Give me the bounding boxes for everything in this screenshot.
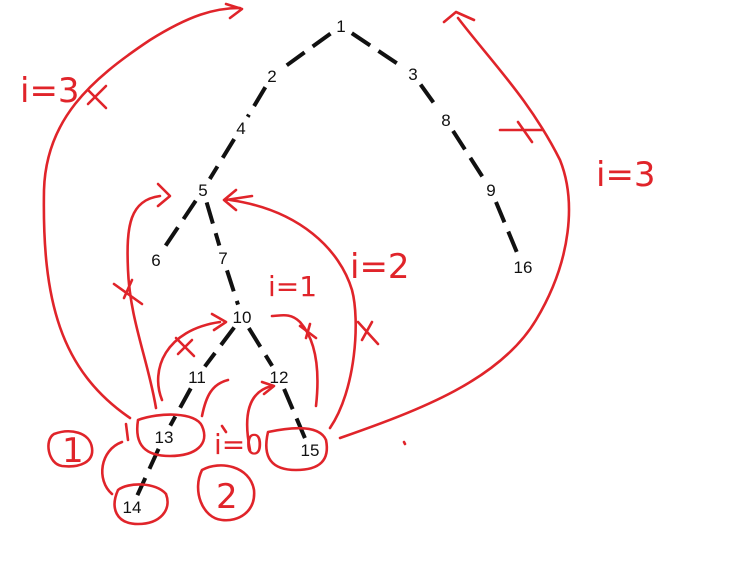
annotation-i3-left: i=3 <box>20 71 80 111</box>
annotation-circle-one: 1 <box>62 431 84 471</box>
edge-5-6 <box>161 199 198 251</box>
node-7: 7 <box>218 249 227 268</box>
edge-4-5 <box>208 138 236 180</box>
arrow-head-to-10 <box>210 312 228 332</box>
node-1: 1 <box>336 17 345 36</box>
arrow-head-top-left <box>224 2 244 20</box>
edge-5-7 <box>204 201 222 247</box>
annotation-i2: i=2 <box>350 247 410 287</box>
edge-7-10 <box>225 269 240 306</box>
node-13: 13 <box>155 428 174 447</box>
outline-node-14 <box>113 483 169 526</box>
node-6: 6 <box>151 251 160 270</box>
cross-mark-15-10 <box>298 322 318 340</box>
node-16: 16 <box>514 258 533 277</box>
i-zero-dot-right <box>402 440 407 446</box>
arc-15-to-5 <box>228 198 357 430</box>
node-3: 3 <box>408 65 417 84</box>
annotation-strokes <box>42 2 571 526</box>
tree-edges <box>135 31 520 497</box>
arrow-head-to-5-right <box>222 188 254 212</box>
arrow-head-to-12 <box>260 380 276 396</box>
node-14: 14 <box>123 498 142 517</box>
edge-1-2 <box>281 32 332 70</box>
edge-11-13 <box>168 387 193 427</box>
arc-15-to-12 <box>245 384 274 452</box>
cross-mark-13-10 <box>174 336 196 358</box>
node-15: 15 <box>301 441 320 460</box>
node-11: 11 <box>188 368 206 387</box>
node-8: 8 <box>441 111 450 130</box>
outline-node-15 <box>265 426 329 472</box>
annotation-i0: i=0 <box>214 428 263 461</box>
node-5: 5 <box>198 181 207 200</box>
cross-mark-13-5 <box>112 278 144 306</box>
arrow-head-top-right <box>442 10 476 24</box>
edge-1-3 <box>350 31 404 69</box>
edge-2-4 <box>245 86 268 118</box>
cross-mark-15-5 <box>356 320 380 346</box>
outline-node-13 <box>135 413 206 458</box>
edge-10-11 <box>203 326 236 368</box>
arrow-head-to-5-left <box>156 182 172 208</box>
edge-3-8 <box>418 83 441 111</box>
node-12: 12 <box>270 368 289 387</box>
node-9: 9 <box>486 181 495 200</box>
arc-13-to-11 <box>200 378 230 418</box>
node-4: 4 <box>236 119 245 138</box>
edge-12-15 <box>282 388 307 439</box>
arc-15-to-10 <box>270 313 319 408</box>
arc-13-to-10 <box>156 320 222 402</box>
annotation-circle-two: 2 <box>216 477 238 517</box>
node-10: 10 <box>233 308 252 327</box>
cross-mark-left-arc <box>86 84 108 110</box>
loop-13-14-left <box>101 440 124 496</box>
arc-13-to-5 <box>126 194 162 410</box>
edge-8-9 <box>451 129 486 181</box>
circle-one-outline <box>47 430 94 468</box>
annotation-i3-right: i=3 <box>596 155 656 195</box>
i-zero-dot <box>220 424 228 434</box>
node-2: 2 <box>267 67 276 86</box>
cross-mark-right-arc <box>498 120 544 144</box>
circle-two-outline <box>196 464 256 522</box>
arc-13-to-top-left <box>42 6 242 420</box>
edge-10-12 <box>247 327 274 367</box>
tick-left-13 <box>124 422 130 442</box>
edge-13-14 <box>135 447 161 497</box>
edge-9-16 <box>494 201 520 256</box>
arc-15-to-top-right <box>338 16 571 440</box>
annotation-i1: i=1 <box>268 270 317 303</box>
